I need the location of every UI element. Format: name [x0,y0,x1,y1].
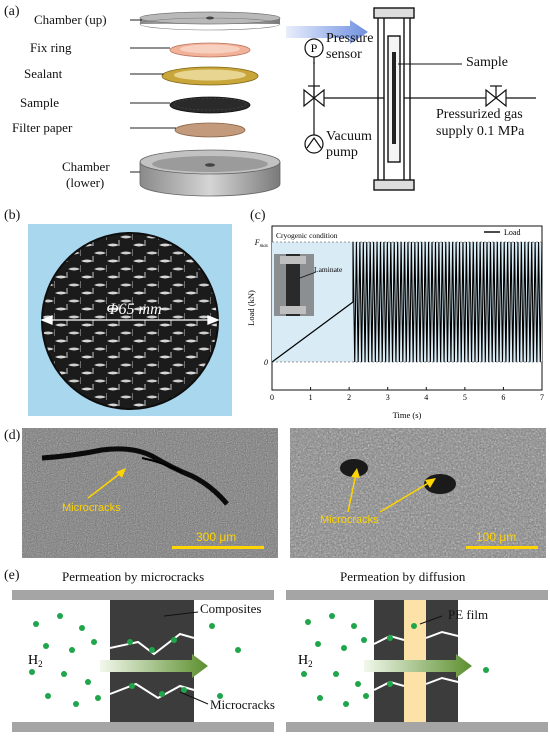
h2-label-left: H2 [28,653,43,669]
h2-molecules-left [29,613,241,707]
label-chamber-up: Chamber (up) [34,12,107,27]
sem-left-scale-bar [172,546,264,549]
label-chamber-lower-line2: (lower) [66,175,105,190]
x-tick-label: 4 [424,393,428,402]
legend-label: Load [504,228,520,237]
load-cyclic-line [352,241,543,363]
permeation-diffusion-title: Permeation by diffusion [340,569,466,584]
y-tick-label: 0 [264,358,268,367]
y-axis-label: Load (kN) [246,290,256,326]
top-wall-right [286,590,548,600]
fix-ring [169,42,251,58]
bottom-wall-right [286,722,548,732]
permeation-arrow-left [100,654,208,678]
label-vacuum-pump-line1: Vacuum [326,129,372,144]
x-tick-label: 1 [309,393,313,402]
gas-lines [313,62,536,137]
sem-right-microcracks-label: Microcracks [320,514,379,526]
x-tick-label: 7 [540,393,544,402]
sem-right-scale-bar [466,546,538,549]
permeation-setup-schematic: P [286,7,536,191]
x-tick-label: 3 [386,393,390,402]
panel-e-tag: (e) [4,568,20,583]
chamber-lower-body [139,149,281,197]
x-tick-label: 6 [501,393,505,402]
sem-right-scale-label: 100 μm [476,530,517,544]
assembly-arrow [286,20,368,44]
label-sample-part: Sample [20,95,59,110]
permeation-microcracks-title: Permeation by microcracks [62,569,205,584]
chamber-up-disk [139,11,281,31]
exploded-chamber-diagram [130,11,281,197]
panel-b-tag: (b) [4,208,21,223]
load-ramp-line [271,301,354,363]
label-gas-supply-line2: supply 0.1 MPa [436,124,525,139]
sem-right-arrows [347,468,436,513]
microcrack-left [41,446,229,506]
filter-paper-disk [174,122,246,138]
sem-left-scale-label: 300 μm [196,530,237,544]
panel-d-tag: (d) [4,428,21,443]
panel-c-tag: (c) [250,208,266,223]
sample-photo: Φ65 mm [28,224,232,416]
label-chamber-lower-line1: Chamber [62,159,110,174]
laminate-inset-photo [274,254,317,316]
permeation-arrow-right [364,654,472,678]
x-tick-label: 2 [347,393,351,402]
label-setup-sample: Sample [466,55,508,70]
vacuum-valve-symbol [303,85,325,108]
panel-a-tag: (a) [4,4,20,19]
permeation-microcracks-diagram: H2 [12,590,274,732]
laminate-label: Laminate [314,265,343,274]
label-sealant: Sealant [24,66,63,81]
permeation-diffusion-diagram: H2 [286,590,548,732]
sealant-ring [161,66,259,86]
label-pressure-sensor-line2: sensor [326,47,362,62]
x-tick-label: 0 [270,393,274,402]
x-axis-label: Time (s) [393,410,422,420]
label-pressure-sensor-line1: Pressure [326,31,374,46]
label-fix-ring: Fix ring [30,40,72,55]
h2-molecules-right [301,613,489,707]
microcracks-label-e: Microcracks [210,697,275,712]
pressure-sensor-symbol: P [304,38,324,64]
composites-label: Composites [200,601,262,616]
h2-label-right: H2 [298,653,313,669]
sem-image-left [22,428,278,558]
sem-left-microcracks-label: Microcracks [62,502,121,514]
diameter-arrow [40,315,220,325]
vacuum-pump-symbol [304,134,324,154]
sample-in-cell [392,52,396,144]
label-filter-paper: Filter paper [12,120,73,135]
pe-film-label: PE film [448,607,489,622]
top-wall-left [12,590,274,600]
sample-disk [169,96,251,114]
part-leader-lines [130,19,176,173]
label-vacuum-pump-line2: pump [326,145,358,160]
gas-supply-valve-symbol [485,85,507,108]
diameter-label: Φ65 mm [106,301,161,318]
microcrack-right-1 [340,459,368,477]
sem-left-arrow [87,468,126,499]
load-time-chart: 0 1 2 3 4 5 6 7 0 Fmax Cryogenic condition Load … [246,225,544,420]
svg-text:P: P [311,41,318,55]
y-tick-label: Fmax [254,238,269,249]
bottom-wall-left [12,722,274,732]
cryogenic-condition-label: Cryogenic condition [276,231,338,240]
sample-disk-photo: Φ65 mm [40,232,220,410]
x-tick-label: 5 [463,393,467,402]
label-gas-supply-line1: Pressurized gas [436,107,523,122]
